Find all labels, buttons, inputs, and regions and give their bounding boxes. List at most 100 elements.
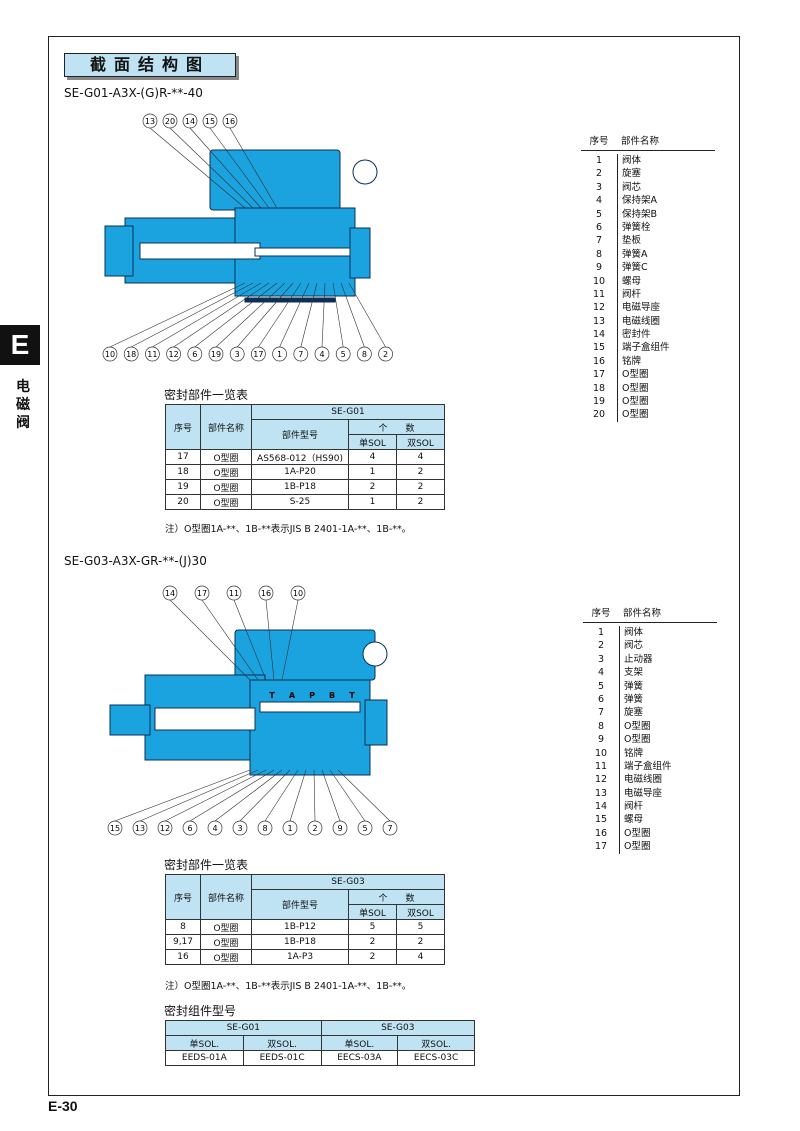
connector xyxy=(352,159,378,185)
callout-leader xyxy=(337,769,391,822)
callout-number: 11 xyxy=(147,350,157,359)
callout-leader xyxy=(194,282,278,348)
callout-leader xyxy=(131,282,254,348)
callout-circle xyxy=(102,346,118,362)
callout-number: 17 xyxy=(197,589,207,598)
seal-title-g03: 密封部件一览表 xyxy=(164,858,249,872)
callout-leader xyxy=(109,282,246,348)
callout-number: 18 xyxy=(126,350,136,359)
callout-circle xyxy=(290,585,306,601)
callout-number: 20 xyxy=(165,117,175,126)
callout-number: 13 xyxy=(135,824,145,833)
callout-leader xyxy=(236,282,294,348)
valve-body xyxy=(249,679,371,776)
callout-circle xyxy=(207,820,223,836)
model-g01: SE-G01-A3X-(G)R-**-40 xyxy=(64,86,203,100)
callout-leader xyxy=(281,599,299,681)
callout-leader xyxy=(340,282,365,348)
callout-leader xyxy=(149,127,246,209)
callout-circle xyxy=(162,113,178,129)
callout-leader xyxy=(229,127,278,209)
callout-circle xyxy=(293,346,309,362)
callout-circle xyxy=(257,820,273,836)
callout-leader xyxy=(289,769,307,822)
port-label: T xyxy=(349,691,355,700)
callout-leader xyxy=(114,769,251,822)
callout-number: 13 xyxy=(145,117,155,126)
plug-end xyxy=(364,699,388,746)
nut-end xyxy=(104,225,134,277)
callout-number: 9 xyxy=(337,824,342,833)
callout-leader xyxy=(169,127,254,209)
callout-circle xyxy=(357,820,373,836)
callout-circle xyxy=(226,585,242,601)
callout-number: 12 xyxy=(160,824,170,833)
callout-number: 10 xyxy=(293,589,303,598)
callout-number: 6 xyxy=(187,824,192,833)
callout-leader xyxy=(321,282,326,348)
kit-table: SE-G01 SE-G03 单SOL.双SOL. 单SOL.双SOL. EEDS… xyxy=(165,1020,476,1066)
callout-leader xyxy=(164,769,267,822)
callout-number: 16 xyxy=(225,117,235,126)
spool xyxy=(259,701,361,713)
callout-circle xyxy=(182,113,198,129)
callout-number: 7 xyxy=(298,350,303,359)
callout-circle xyxy=(142,113,158,129)
kit-title: 密封组件型号 xyxy=(164,1004,237,1018)
callout-number: 7 xyxy=(387,824,392,833)
callout-circle xyxy=(282,820,298,836)
callout-circle xyxy=(232,820,248,836)
callout-leader xyxy=(214,769,283,822)
callout-leader xyxy=(215,282,286,348)
port-label: A xyxy=(289,691,296,700)
callout-leader xyxy=(265,599,275,681)
callout-circle xyxy=(272,346,287,362)
callout-number: 5 xyxy=(362,824,367,833)
callout-leader xyxy=(139,769,259,822)
callout-circle xyxy=(258,585,274,601)
callout-circle xyxy=(307,820,323,836)
armature xyxy=(154,707,256,731)
callout-number: 1 xyxy=(287,824,292,833)
model-g03: SE-G03-A3X-GR-**-(J)30 xyxy=(64,554,207,568)
callout-leader xyxy=(258,282,302,348)
callout-number: 4 xyxy=(319,350,324,359)
armature xyxy=(139,242,261,260)
connector xyxy=(362,641,388,667)
callout-circle xyxy=(314,346,330,362)
nut-end xyxy=(109,704,151,736)
callout-number: 14 xyxy=(165,589,175,598)
callout-circle xyxy=(335,346,351,362)
callout-circle xyxy=(157,820,173,836)
callout-leader xyxy=(264,769,299,822)
callout-leader xyxy=(239,769,291,822)
callout-leader xyxy=(169,599,251,681)
port-label: T xyxy=(269,691,275,700)
